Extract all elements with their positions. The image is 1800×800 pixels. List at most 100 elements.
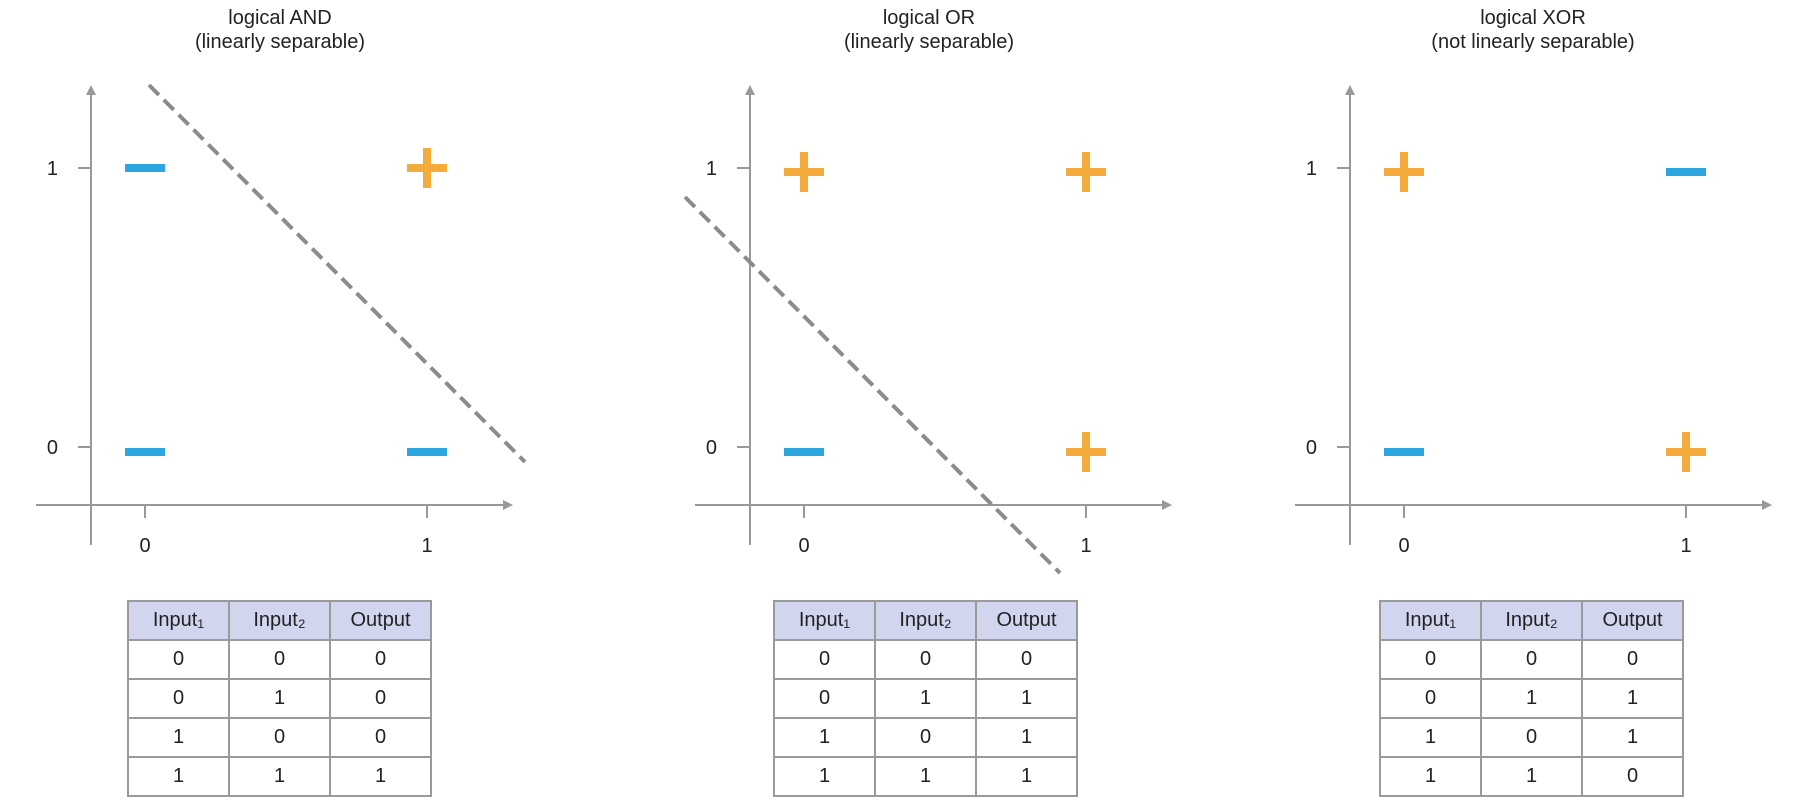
y-tick-label-1: 1	[706, 158, 717, 180]
y-tick-label-0: 0	[47, 437, 58, 459]
plus-marker	[1666, 432, 1706, 472]
x-tick-label-0: 0	[139, 535, 150, 557]
minus-marker	[407, 448, 447, 456]
minus-marker	[1666, 168, 1706, 176]
data-points	[125, 148, 447, 456]
table-cell: 1	[1581, 678, 1684, 719]
table-header-row: Input₁ Input₂ Output	[127, 600, 432, 641]
table-row: 0 0 0	[773, 639, 1078, 680]
table-cell: 0	[228, 717, 331, 758]
header-output: Output	[1581, 600, 1684, 641]
table-header-row: Input₁ Input₂ Output	[1379, 600, 1684, 641]
x-tick-label-0: 0	[1398, 535, 1409, 557]
plus-marker	[407, 148, 447, 188]
table-cell: 0	[329, 717, 432, 758]
y-tick-label-1: 1	[1306, 158, 1317, 180]
table-cell: 0	[1379, 639, 1482, 680]
plus-marker	[784, 152, 824, 192]
table-cell: 0	[773, 639, 876, 680]
table-cell: 1	[975, 717, 1078, 758]
panel-and: logical AND (linearly separable) 0 1 0 1…	[0, 0, 600, 800]
table-cell: 0	[329, 678, 432, 719]
panel-title: logical AND (linearly separable)	[130, 6, 430, 54]
table-cell: 0	[1480, 639, 1583, 680]
table-cell: 0	[773, 678, 876, 719]
table-header-row: Input₁ Input₂ Output	[773, 600, 1078, 641]
header-input-2: Input₂	[1480, 600, 1583, 641]
table-row: 1 1 0	[1379, 756, 1684, 797]
table-cell: 1	[127, 717, 230, 758]
table-cell: 1	[874, 756, 977, 797]
y-tick-label-0: 0	[706, 437, 717, 459]
panel-xor: logical XOR (not linearly separable) 0 1…	[1245, 0, 1800, 800]
header-input-2: Input₂	[228, 600, 331, 641]
x-tick-label-1: 1	[1080, 535, 1091, 557]
minus-marker	[125, 164, 165, 172]
table-cell: 0	[874, 639, 977, 680]
x-tick-label-0: 0	[798, 535, 809, 557]
header-input-2: Input₂	[874, 600, 977, 641]
table-cell: 1	[975, 678, 1078, 719]
table-cell: 0	[1480, 717, 1583, 758]
scatter-plot: 0 1 0 1	[1295, 85, 1772, 557]
table-cell: 1	[127, 756, 230, 797]
table-cell: 1	[1581, 717, 1684, 758]
table-cell: 0	[329, 639, 432, 680]
minus-marker	[1384, 448, 1424, 456]
table-cell: 0	[975, 639, 1078, 680]
table-row: 1 1 1	[127, 756, 432, 797]
panel-title: logical XOR (not linearly separable)	[1383, 6, 1683, 54]
x-tick-label-1: 1	[1680, 535, 1691, 557]
title-line-2: (linearly separable)	[194, 31, 366, 53]
table-cell: 1	[773, 717, 876, 758]
table-cell: 0	[127, 639, 230, 680]
table-row: 1 0 1	[773, 717, 1078, 758]
table-cell: 1	[874, 678, 977, 719]
table-cell: 1	[329, 756, 432, 797]
table-cell: 1	[773, 756, 876, 797]
y-tick-label-1: 1	[47, 158, 58, 180]
table-cell: 0	[1581, 639, 1684, 680]
minus-marker	[125, 448, 165, 456]
plus-marker	[1066, 432, 1106, 472]
header-input-1: Input₁	[127, 600, 230, 641]
minus-marker	[784, 448, 824, 456]
data-points	[784, 152, 1106, 472]
y-tick-label-0: 0	[1306, 437, 1317, 459]
table-row: 0 0 0	[127, 639, 432, 680]
table-row: 0 0 0	[1379, 639, 1684, 680]
table-cell: 0	[874, 717, 977, 758]
table-cell: 1	[1379, 756, 1482, 797]
table-row: 0 1 1	[773, 678, 1078, 719]
table-row: 1 0 1	[1379, 717, 1684, 758]
header-input-1: Input₁	[773, 600, 876, 641]
table-cell: 1	[1480, 678, 1583, 719]
panel-or: logical OR (linearly separable) 0 1 0 1 …	[645, 0, 1245, 800]
plus-marker	[1066, 152, 1106, 192]
decision-boundary	[147, 83, 527, 464]
data-points	[1384, 152, 1706, 472]
table-row: 0 1 1	[1379, 678, 1684, 719]
truth-table: Input₁ Input₂ Output 0 0 0 0 1 0 1 0 0	[127, 600, 432, 797]
header-output: Output	[975, 600, 1078, 641]
title-line-2: (linearly separable)	[843, 31, 1015, 53]
panel-title: logical OR (linearly separable)	[779, 6, 1079, 54]
table-cell: 0	[1379, 678, 1482, 719]
table-cell: 0	[228, 639, 331, 680]
x-tick-label-1: 1	[421, 535, 432, 557]
truth-table: Input₁ Input₂ Output 0 0 0 0 1 1 1 0 1	[773, 600, 1078, 797]
plus-marker	[1384, 152, 1424, 192]
table-cell: 0	[127, 678, 230, 719]
decision-boundary	[683, 195, 1062, 575]
table-cell: 1	[228, 756, 331, 797]
table-row: 1 0 0	[127, 717, 432, 758]
table-cell: 1	[1480, 756, 1583, 797]
scatter-plot: 0 1 0 1	[36, 83, 527, 557]
table-row: 1 1 1	[773, 756, 1078, 797]
title-line-1: logical XOR	[1480, 7, 1586, 29]
title-line-2: (not linearly separable)	[1431, 31, 1635, 53]
truth-table: Input₁ Input₂ Output 0 0 0 0 1 1 1 0 1	[1379, 600, 1684, 797]
header-output: Output	[329, 600, 432, 641]
header-input-1: Input₁	[1379, 600, 1482, 641]
table-cell: 1	[975, 756, 1078, 797]
